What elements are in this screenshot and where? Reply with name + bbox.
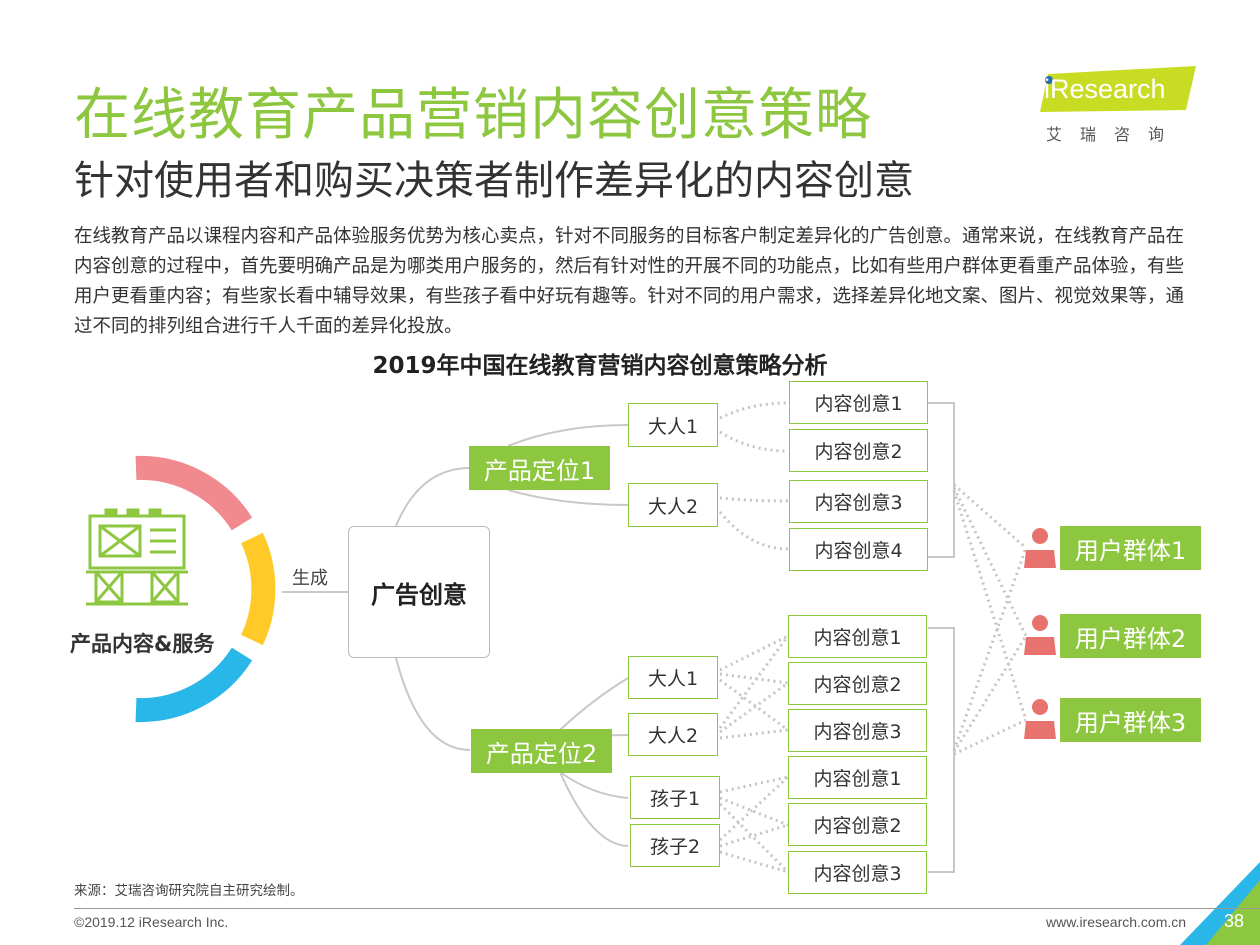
footer-divider bbox=[74, 908, 1260, 909]
page-subtitle: 针对使用者和购买决策者制作差异化的内容创意 bbox=[74, 158, 914, 204]
core-node: 广告创意 bbox=[348, 526, 490, 658]
content-node: 内容创意1 bbox=[789, 381, 928, 424]
content-node: 内容创意3 bbox=[788, 851, 927, 894]
content-node: 内容创意3 bbox=[789, 480, 928, 523]
diagram-title: 2019年中国在线教育营销内容创意策略分析 bbox=[372, 353, 828, 379]
user-group-node: 用户群体1 bbox=[1060, 526, 1201, 570]
audience-node: 大人1 bbox=[628, 656, 718, 699]
content-node: 内容创意2 bbox=[788, 662, 927, 705]
iresearch-logo: iResearch 艾瑞咨询 bbox=[1040, 66, 1200, 146]
content-node: 内容创意2 bbox=[789, 429, 928, 472]
content-node: 内容创意1 bbox=[788, 756, 927, 799]
audience-node: 大人1 bbox=[628, 403, 718, 447]
ring-arc-pink bbox=[135, 455, 253, 531]
corner-decoration bbox=[1206, 880, 1260, 945]
user-group-node: 用户群体3 bbox=[1060, 698, 1201, 742]
logo-cn: 艾瑞咨询 bbox=[1046, 125, 1183, 144]
positioning-node: 产品定位1 bbox=[469, 446, 610, 490]
ring-graphic bbox=[135, 455, 276, 723]
page-number: 38 bbox=[1224, 911, 1245, 931]
content-node: 内容创意1 bbox=[788, 615, 927, 658]
page-title: 在线教育产品营销内容创意策略 bbox=[74, 83, 872, 148]
source-node-label: 产品内容&服务 bbox=[70, 632, 215, 656]
intro-paragraph: 在线教育产品以课程内容和产品体验服务优势为核心卖点，针对不同服务的目标客户制定差… bbox=[74, 226, 1185, 337]
billboard-icon bbox=[86, 508, 188, 606]
ring-arc-blue bbox=[135, 647, 253, 723]
content-node: 内容创意4 bbox=[789, 528, 928, 571]
audience-node: 孩子1 bbox=[630, 776, 720, 819]
user-group-node: 用户群体2 bbox=[1060, 614, 1201, 658]
content-node: 内容创意2 bbox=[788, 803, 927, 846]
audience-node: 大人2 bbox=[628, 483, 718, 527]
website-link[interactable]: www.iresearch.com.cn bbox=[1046, 914, 1187, 930]
user-icon bbox=[1024, 615, 1056, 655]
positioning-node: 产品定位2 bbox=[471, 729, 612, 773]
user-icon bbox=[1024, 528, 1056, 568]
content-node: 内容创意3 bbox=[788, 709, 927, 752]
edge-label: 生成 bbox=[292, 568, 328, 589]
copyright: ©2019.12 iResearch Inc. bbox=[74, 914, 229, 930]
audience-node: 大人2 bbox=[628, 713, 718, 756]
audience-node: 孩子2 bbox=[630, 824, 720, 867]
user-icon bbox=[1024, 699, 1056, 739]
solid-connectors bbox=[282, 402, 955, 873]
dotted-connectors bbox=[718, 401, 1028, 874]
source-note: 来源：艾瑞咨询研究院自主研究绘制。 bbox=[74, 883, 304, 899]
logo-brand: iResearch bbox=[1044, 74, 1166, 104]
ring-arc-yellow bbox=[241, 532, 276, 646]
